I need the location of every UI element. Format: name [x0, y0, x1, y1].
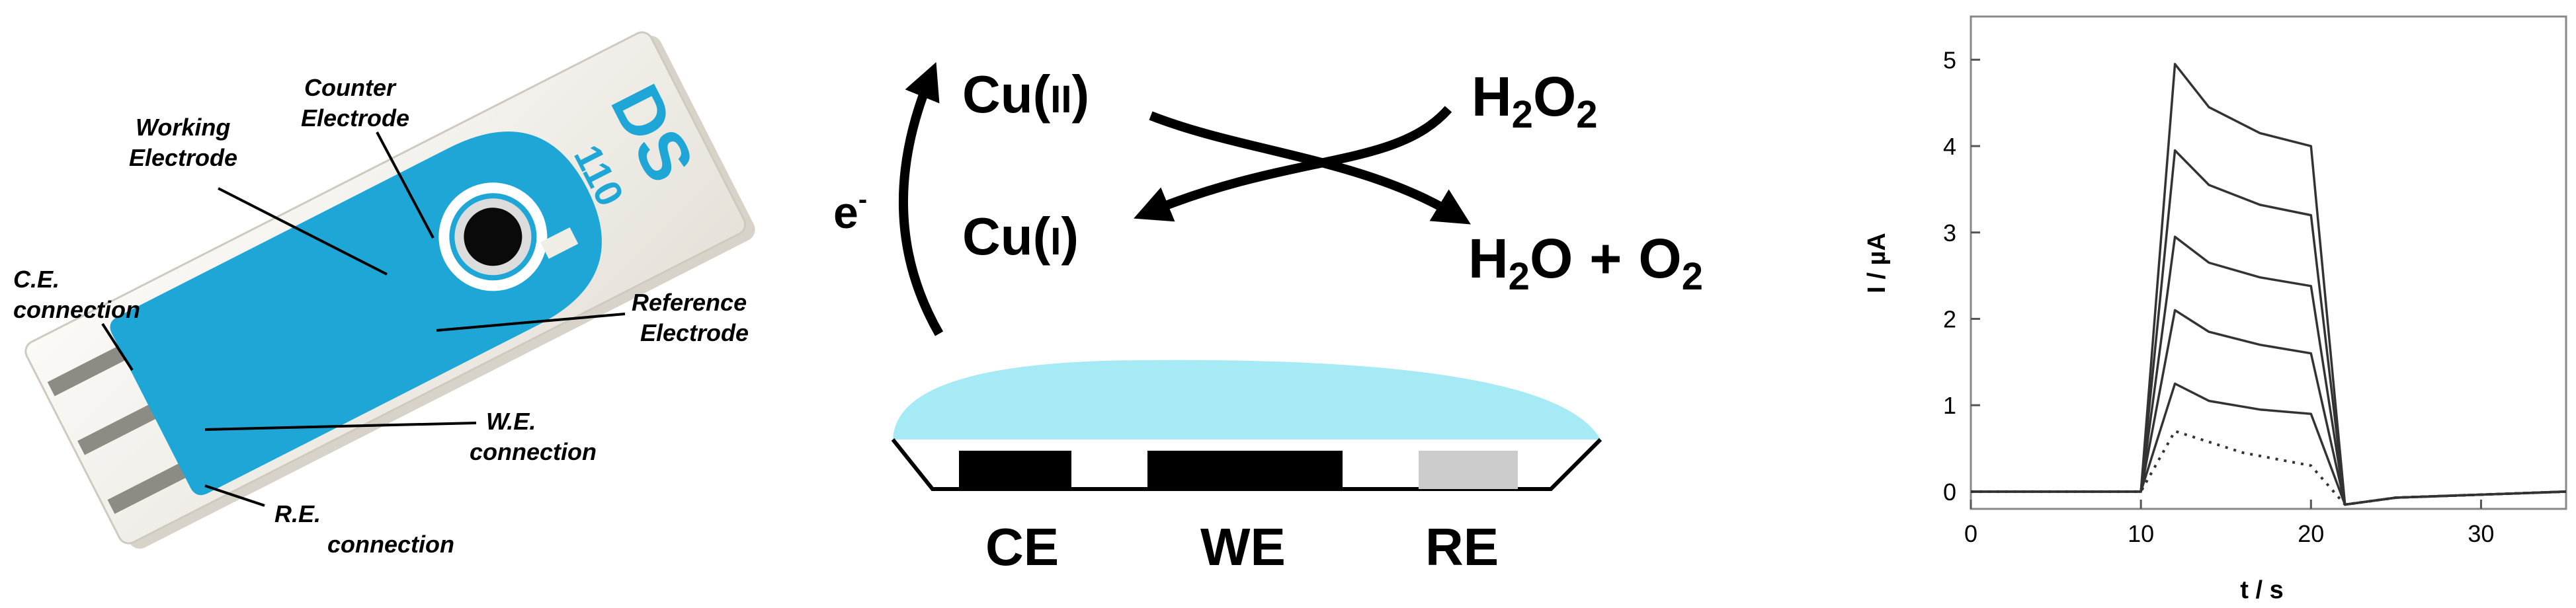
x-axis-label: t / s	[2240, 576, 2283, 604]
x-tick-label: 10	[2128, 520, 2154, 547]
series-line-5	[1971, 63, 2567, 506]
hydrogen-peroxide: H2O2	[1472, 65, 1598, 136]
re-connection-label: R.E. connection	[274, 500, 454, 558]
crossing-arrow-to-cu-i	[1134, 106, 1452, 222]
ce-connection-label: C.E. connection	[13, 266, 140, 323]
sensor-strip-panel: DS 110 Working Electrode Counter Electro…	[13, 31, 755, 558]
y-tick-label: 5	[1943, 46, 1956, 73]
reference-electrode-label: Reference Electrode	[632, 289, 753, 346]
working-electrode-label: Working Electrode	[129, 114, 237, 171]
counter-electrode-label: Counter Electrode	[301, 74, 409, 132]
ce-label: CE	[985, 517, 1059, 576]
x-tick-label: 0	[1964, 520, 1977, 547]
x-tick-label: 30	[2468, 520, 2494, 547]
current-time-chart: 0 1 2 3 4 5 0 10 20 30 I / µA t / s	[1863, 15, 2567, 604]
cu-ii-species: Cu(II)	[962, 65, 1089, 124]
we-label: WE	[1200, 517, 1286, 576]
reference-electrode-gap	[540, 227, 579, 259]
re-electrode	[1419, 451, 1518, 489]
x-tick-label: 20	[2298, 520, 2324, 547]
y-tick-label: 1	[1943, 392, 1956, 419]
ce-electrode	[959, 451, 1071, 489]
we-connection-label: W.E. connection	[470, 408, 597, 465]
electron-label: e-	[833, 185, 867, 238]
y-tick-label: 2	[1943, 305, 1956, 332]
re-label: RE	[1425, 517, 1499, 576]
y-tick-label: 3	[1943, 219, 1956, 247]
crossing-arrow-to-products	[1149, 111, 1471, 225]
mechanism-panel: e- Cu(II) Cu(I) H2O2 H2O+O2 CE WE RE	[833, 62, 1703, 576]
we-electrode	[1147, 451, 1343, 489]
cu-i-species: Cu(I)	[962, 207, 1079, 266]
y-axis-label: I / µA	[1863, 233, 1891, 293]
y-tick-label: 4	[1943, 133, 1956, 160]
reaction-products: H2O+O2	[1468, 227, 1703, 298]
sample-droplet	[893, 360, 1600, 439]
plot-frame	[1970, 15, 2567, 510]
y-tick-label: 0	[1943, 478, 1956, 506]
working-electrode-disk	[464, 208, 522, 266]
electron-transfer-arrow	[898, 62, 944, 336]
